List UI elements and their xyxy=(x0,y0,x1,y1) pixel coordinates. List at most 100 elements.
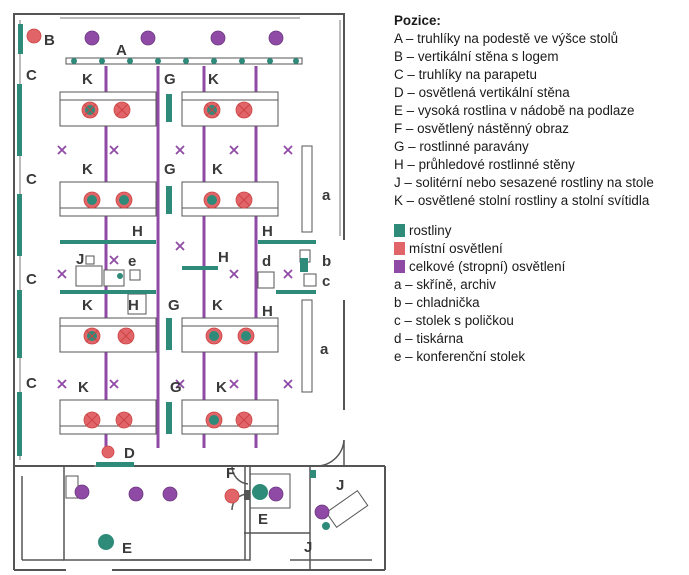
legend-positions: A – truhlíky na podestě ve výšce stolů B … xyxy=(394,30,686,210)
legend-position-row: E – vysoká rostlina v nádobě na podlaze xyxy=(394,103,635,118)
legend-color-swatch xyxy=(394,260,405,273)
plan-label-b-lower: b xyxy=(322,253,331,270)
plan-label-e: E xyxy=(122,540,132,557)
plan-label-k: K xyxy=(82,297,93,314)
plan-label-f: F xyxy=(226,465,235,482)
legend-furniture-row: a – skříně, archiv xyxy=(394,277,496,292)
legend-position-row: F – osvětlený nástěnný obraz xyxy=(394,121,569,136)
legend-furniture-key: e xyxy=(394,349,402,364)
legend-furniture-row: c – stolek s poličkou xyxy=(394,313,514,328)
plan-label-j: J xyxy=(304,539,312,556)
plan-label-c: C xyxy=(26,271,37,288)
legend-position-row: J – solitérní nebo sesazené rostliny na … xyxy=(394,175,654,190)
legend-furniture-key: a xyxy=(394,277,402,292)
plan-label-g: G xyxy=(168,297,180,314)
legend-color-swatch xyxy=(394,242,405,255)
legend-furniture: a – skříně, archiv b – chladnička c – stol… xyxy=(394,276,686,366)
plan-label-h: H xyxy=(132,223,143,240)
legend-position-key: E xyxy=(394,103,403,118)
legend-position-key: C xyxy=(394,67,404,82)
desks xyxy=(59,91,369,528)
legend-position-text: osvětlený nástěnný obraz xyxy=(417,121,569,136)
legend-position-row: G – rostlinné paravány xyxy=(394,139,529,154)
local-light-crosses xyxy=(83,103,251,427)
plan-label-e: E xyxy=(258,511,268,528)
plan-label-g: G xyxy=(164,161,176,178)
plan-label-c: C xyxy=(26,171,37,188)
ceiling-lights xyxy=(74,30,330,520)
ceiling-light-tracks xyxy=(104,66,258,448)
legend-position-text: osvětlená vertikální stěna xyxy=(418,85,570,100)
tall-plants-e xyxy=(98,470,330,550)
legend-position-text: vertikální stěna s logem xyxy=(417,49,559,64)
plan-label-g: G xyxy=(170,379,182,396)
legend-position-row: B – vertikální stěna s logem xyxy=(394,49,559,64)
plan-label-a: A xyxy=(116,42,127,59)
legend-furniture-text: tiskárna xyxy=(416,331,464,346)
legend-colors: rostliny místní osvětlení celkové (stropní… xyxy=(394,222,686,276)
legend-position-row: K – osvětlené stolní rostliny a stolní s… xyxy=(394,193,650,208)
legend-position-key: J xyxy=(394,175,401,190)
plan-label-k: K xyxy=(212,297,223,314)
legend-color-label: rostliny xyxy=(409,223,452,238)
legend-furniture-text: skříně, archiv xyxy=(416,277,496,292)
legend-position-text: vysoká rostlina v nádobě na podlaze xyxy=(417,103,635,118)
plan-label-k: K xyxy=(212,161,223,178)
plan-label-e-lower: e xyxy=(128,253,136,270)
legend-furniture-row: d – tiskárna xyxy=(394,331,464,346)
legend-furniture-row: b – chladnička xyxy=(394,295,480,310)
legend-color-row: místní osvětlení xyxy=(394,240,686,258)
fridge-plant xyxy=(300,258,308,272)
legend-color-swatch xyxy=(394,224,405,237)
legend-furniture-text: chladnička xyxy=(416,295,480,310)
legend-furniture-key: c xyxy=(394,313,401,328)
plan-label-d: D xyxy=(124,445,135,462)
window-planters-c xyxy=(17,84,22,456)
legend-position-key: G xyxy=(394,139,405,154)
legend-furniture-text: stolek s poličkou xyxy=(415,313,514,328)
plan-label-h: H xyxy=(262,303,273,320)
legend-position-text: solitérní nebo sesazené rostliny na stol… xyxy=(415,175,654,190)
legend-position-key: H xyxy=(394,157,404,172)
see-through-walls-h xyxy=(60,240,316,467)
legend-color-label: místní osvětlení xyxy=(409,241,503,256)
legend-position-text: rostlinné paravány xyxy=(419,139,529,154)
legend-position-row: H – průhledové rostlinné stěny xyxy=(394,157,575,172)
plan-label-k: K xyxy=(82,161,93,178)
legend-color-row: rostliny xyxy=(394,222,686,240)
plan-label-c: C xyxy=(26,375,37,392)
plan-label-a-lower: a xyxy=(320,341,329,358)
plan-label-c-lower: c xyxy=(322,273,330,290)
plan-label-h: H xyxy=(262,223,273,240)
legend-position-key: F xyxy=(394,121,403,136)
legend-furniture-row: e – konferenční stolek xyxy=(394,349,526,364)
planter-strip-a xyxy=(65,57,303,65)
legend-position-row: A – truhlíky na podestě ve výšce stolů xyxy=(394,31,619,46)
legend-position-text: truhlíky na parapetu xyxy=(418,67,537,82)
plant-screens-g xyxy=(166,94,172,434)
inner-walls xyxy=(21,439,372,570)
legend-color-label: celkové (stropní) osvětlení xyxy=(409,259,566,274)
plan-label-k: K xyxy=(208,71,219,88)
legend-furniture-text: konferenční stolek xyxy=(416,349,526,364)
legend-position-text: průhledové rostlinné stěny xyxy=(418,157,575,172)
legend-position-key: D xyxy=(394,85,404,100)
plan-label-b: B xyxy=(44,32,55,49)
plan-label-j: J xyxy=(336,477,344,494)
legend-position-key: B xyxy=(394,49,403,64)
legend-heading: Pozice: xyxy=(394,13,441,28)
legend-color-row: celkové (stropní) osvětlení xyxy=(394,258,686,276)
plan-label-g: G xyxy=(164,71,176,88)
legend-position-text: truhlíky na podestě ve výšce stolů xyxy=(417,31,619,46)
plan-label-k: K xyxy=(82,71,93,88)
legend: Pozice: A – truhlíky na podestě ve výšce… xyxy=(394,12,686,366)
legend-position-key: A xyxy=(394,31,403,46)
plan-label-a-lower: a xyxy=(322,187,331,204)
legend-furniture-key: d xyxy=(394,331,402,346)
plan-label-h: H xyxy=(128,297,139,314)
legend-position-row: D – osvětlená vertikální stěna xyxy=(394,85,570,100)
legend-position-key: K xyxy=(394,193,403,208)
legend-furniture-key: b xyxy=(394,295,402,310)
logo-wall-b xyxy=(18,24,23,54)
wall-picture-f xyxy=(244,490,250,500)
